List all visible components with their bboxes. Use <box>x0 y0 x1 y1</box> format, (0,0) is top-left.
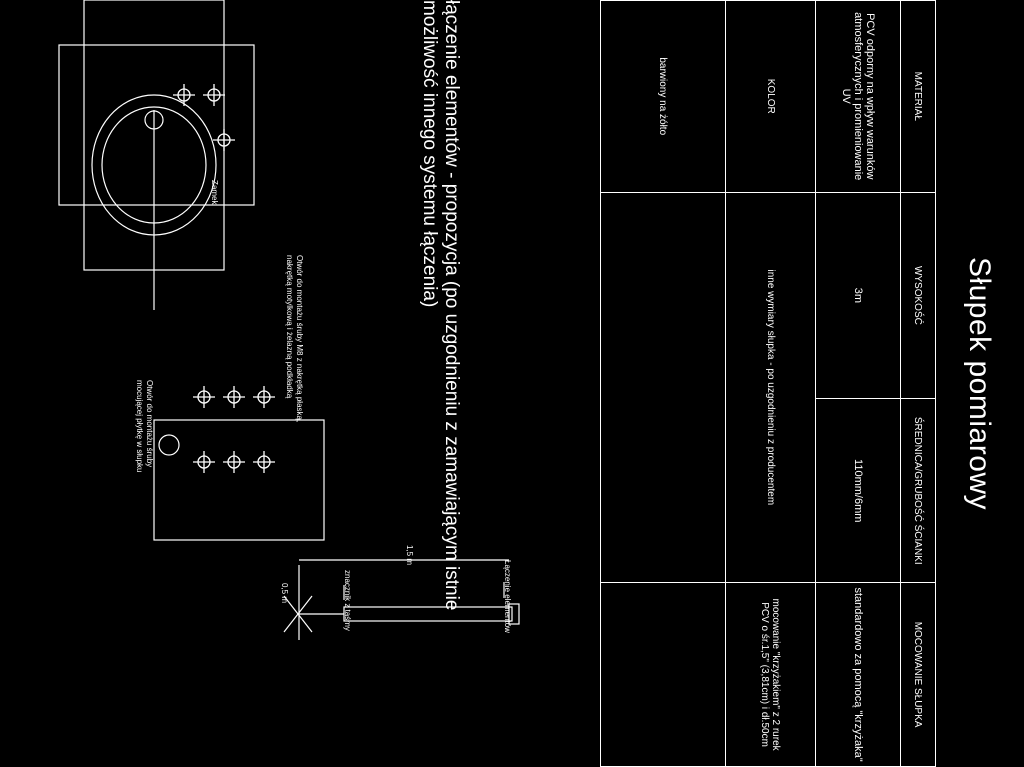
plate-detail <box>153 419 325 541</box>
note-line-1: łączenie elementów - propozycja (po uzgo… <box>441 0 462 611</box>
label-otwor-plyta: Otwór do montażu śruby mocującej płytkę … <box>135 380 154 473</box>
mount-hole-large <box>158 434 180 456</box>
label-otwor-m8: Otwór do montażu śruby M8 z nakrętką pła… <box>285 255 304 423</box>
label-laczenie: Łączenie elementów <box>503 560 512 633</box>
bolt-holes <box>173 84 275 473</box>
post-cap <box>508 603 520 625</box>
label-znacznik: znacznik z taśmy <box>343 570 352 631</box>
lock-plate <box>58 44 255 206</box>
label-dim-2: 0,5 m <box>280 583 289 604</box>
cross-brace-2 <box>283 595 313 633</box>
bolt-head <box>144 110 164 130</box>
note-line-2: możliwość innego systemu łączenia) <box>419 0 440 308</box>
label-zamek: Zamek <box>210 180 219 205</box>
label-dim-1: 1,5 m <box>405 545 414 566</box>
